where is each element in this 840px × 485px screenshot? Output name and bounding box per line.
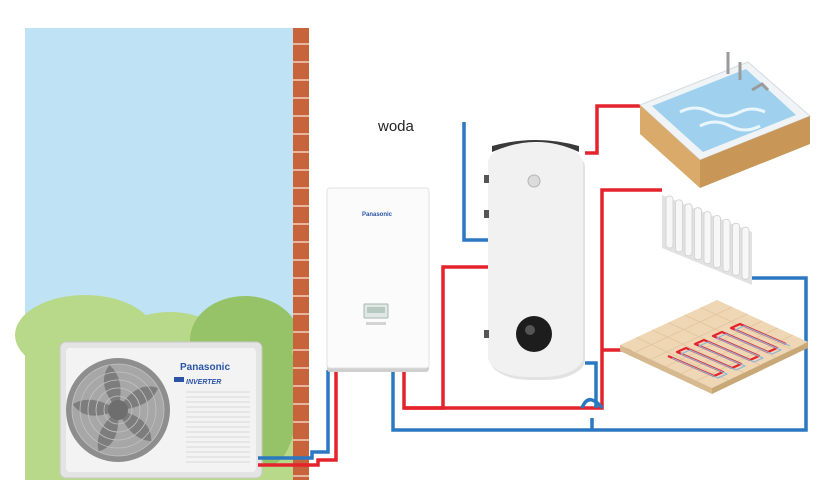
tank-flange (516, 316, 552, 352)
bathtub-water (652, 69, 796, 152)
fan-ring (79, 371, 157, 449)
fan-blades (71, 363, 165, 457)
wall-column (293, 28, 309, 480)
tank-connector (484, 330, 489, 338)
radiator-fin (732, 222, 740, 276)
water-label: woda (377, 118, 415, 135)
brick-wall (293, 28, 309, 480)
fan-ring (95, 387, 141, 433)
fan-ring (71, 363, 165, 457)
radiator-fin (703, 211, 712, 265)
outdoor-brand-label: Panasonic (180, 362, 230, 373)
indoor-unit-body (326, 187, 430, 369)
control-display (367, 307, 385, 313)
outdoor-series-label: INVERTER (186, 379, 221, 386)
fan-ring (103, 395, 133, 425)
return-pipe (391, 276, 808, 432)
bathtub-side (700, 116, 810, 188)
radiator-fin (684, 203, 693, 257)
indoor-brand-label: Panasonic (362, 212, 393, 218)
radiator-fin (694, 207, 702, 261)
inverter-badge (174, 377, 184, 382)
bathtub-ripple (679, 106, 766, 118)
hot-pipe-bathtub (585, 104, 640, 155)
floor-coils (667, 322, 791, 379)
heat-pump-outdoor-unit-icon: Panasonic INVERTER (59, 341, 263, 479)
radiator-fin (665, 195, 674, 249)
tank-thermometer (527, 174, 541, 188)
control-buttons (366, 322, 386, 325)
floor-coil-cold (671, 325, 791, 379)
hydrobox-icon: Panasonic (326, 187, 430, 372)
fan-blade (118, 386, 158, 410)
floor-edge (620, 345, 712, 394)
tank-cap (492, 140, 579, 152)
radiator-fin (713, 215, 721, 268)
underfloor-heating-icon (620, 300, 808, 394)
radiator-fins (665, 195, 750, 280)
tank-flange-highlight (525, 325, 535, 335)
floor-edge (712, 342, 808, 394)
hot-water-tank-icon (484, 140, 585, 380)
fan-blade (103, 365, 121, 410)
hot-pipe-outdoor-indoor (258, 370, 338, 467)
radiator-fin (675, 199, 683, 253)
tank-connector (484, 175, 489, 183)
fan-blade (97, 410, 119, 452)
pipe-crossover (580, 397, 604, 410)
radiator-fin (722, 218, 731, 272)
fan-blade (118, 410, 152, 442)
fan-ring (87, 379, 149, 441)
radiator-icon (662, 195, 752, 285)
bathtub-tap (751, 82, 770, 92)
tank-return-pipe (585, 361, 598, 408)
cold-pipe-outdoor-indoor (258, 370, 330, 460)
radiator-fin (741, 226, 750, 280)
side-vents (186, 391, 250, 463)
outdoor-scene: Panasonic INVERTER (15, 28, 309, 480)
fan-hub (108, 400, 128, 420)
bathtub-icon (639, 52, 811, 188)
tank-connector (484, 210, 489, 218)
pipes (258, 104, 808, 467)
cold-water-inlet-pipe (462, 122, 490, 242)
fan-blade (72, 399, 118, 416)
bathtub-ripple (699, 120, 761, 132)
tank-body (488, 143, 583, 377)
bathtub-front (640, 105, 700, 188)
